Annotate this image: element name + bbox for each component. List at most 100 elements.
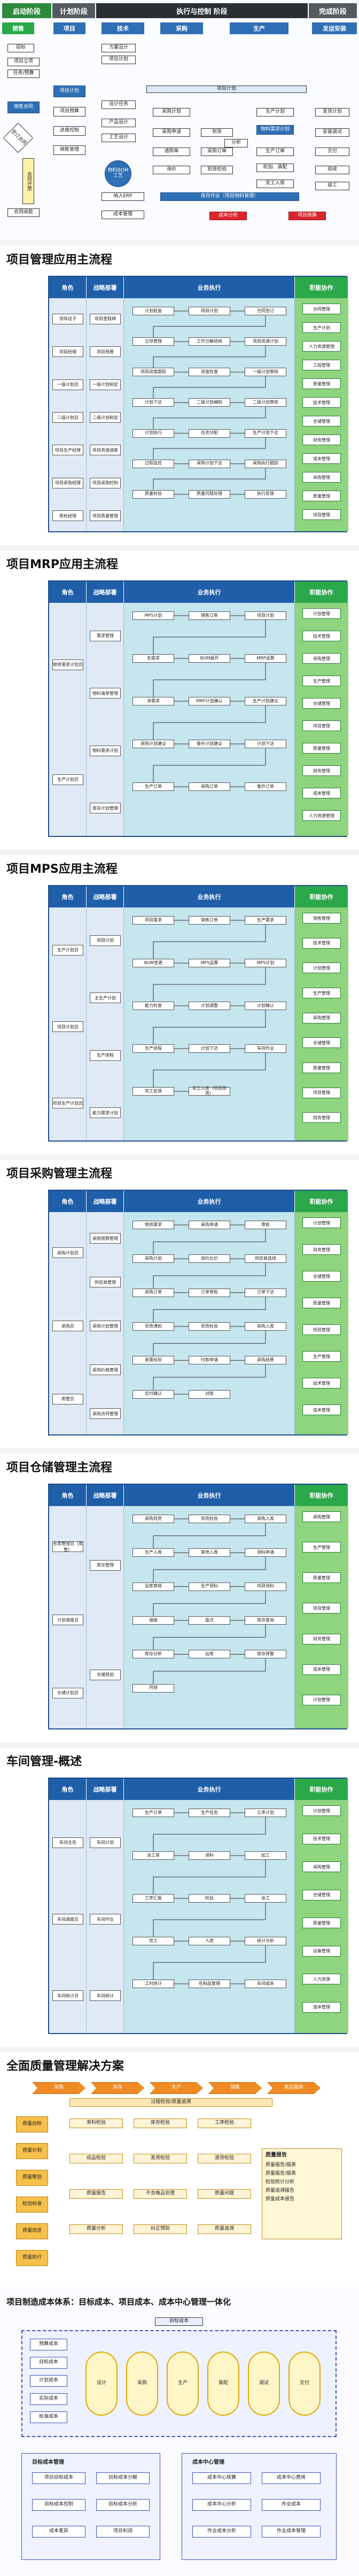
lane-header-3: 职能协作	[295, 886, 348, 907]
quality-legend-item: 质量报告/报表	[266, 2162, 296, 2168]
flow-node: 计划下达	[245, 740, 286, 748]
swimlane-diagram: 角色战略部署业务执行职能协作采购计划员采购员库管员采购预算管理供应商管理采购计划…	[48, 1190, 348, 1436]
flow-node: 检验	[189, 1894, 230, 1903]
phase-start: 启动阶段	[2, 3, 51, 18]
node-acceptance: 验收	[315, 166, 349, 174]
flow-node: 工序计划	[245, 1809, 286, 1817]
flow-node: 发票校验	[132, 1356, 174, 1365]
swimlane-section-s2: 项目管理应用主流程角色战略部署业务执行职能协作领导班子项目经理一级计划员二级计划…	[0, 246, 359, 545]
quality-legend-item: 质量追溯报告	[266, 2187, 295, 2193]
flow-node: 计划调整	[189, 1002, 230, 1010]
cooperation-box: 仓储管理	[302, 1037, 341, 1049]
role-box: 生产计划员	[52, 774, 83, 785]
strategy-box: 项目计划	[90, 935, 121, 946]
flow-node: 项目计划	[245, 611, 286, 620]
quality-section: 全面质量管理解决方案 采购库存生产销售售后服务 过程检验/质量追溯 质量目标质量…	[0, 2052, 359, 2287]
cost-bl-item: 项目利润	[96, 2526, 150, 2538]
flow-node: 立项管理	[132, 337, 174, 346]
flow-node: MPS计划	[132, 611, 174, 620]
flow-node: 采购计划下达	[189, 459, 230, 468]
swimlane-diagram: 角色战略部署业务执行职能协作生产计划员项目计划员项目生产计划员项目计划主生产计划…	[48, 885, 348, 1142]
flow-node: 统计分析	[245, 1937, 286, 1945]
swimlane-section-s5: 项目采购管理主流程角色战略部署业务执行职能协作采购计划员采购员库管员采购预算管理…	[0, 1160, 359, 1448]
cooperation-box: 设备管理	[302, 1945, 341, 1957]
role-box: 车间调度员	[52, 1914, 83, 1925]
cost-bl-item: 目标成本分析	[96, 2499, 150, 2511]
strategy-box: 二级计划制定	[90, 412, 121, 423]
node-proj-plan2: 项目计划	[102, 56, 136, 64]
subphase-ship: 发运安装	[312, 22, 357, 34]
strategy-box: 生产排程	[90, 1050, 121, 1061]
role-box: 采购员	[52, 1321, 83, 1331]
cooperation-box: 人力资源管理	[302, 810, 341, 821]
role-box: 项目生产计划员	[52, 1098, 83, 1109]
cooperation-box: 财务管理	[302, 434, 341, 445]
quality-left-item: 检验标准	[16, 2197, 48, 2213]
lane-header-2: 业务执行	[124, 277, 295, 298]
flow-node: 生产订单	[132, 1809, 174, 1817]
cooperation-box: 质量管理	[302, 491, 341, 501]
flow-node: 调拨	[132, 1616, 174, 1625]
role-box: 项目生产经理	[52, 445, 83, 456]
quality-node: 质量追溯	[198, 2224, 251, 2234]
flow-node: 销售订单	[189, 611, 230, 620]
cost-cycle: 生产	[167, 2352, 199, 2416]
strategy-box: 采购计划管理	[90, 1321, 121, 1331]
cost-cycle: 装配	[207, 2352, 239, 2416]
cooperation-box: 项目管理	[302, 1087, 341, 1098]
node-purchase-request: 采购申请	[153, 128, 190, 137]
role-box: 项目采购经理	[52, 477, 83, 488]
cost-cycle: 调试	[248, 2352, 280, 2416]
flow-node: BOM变更	[132, 959, 174, 967]
cooperation-box: 质量管理	[302, 1918, 341, 1928]
flow-node: 到货检验	[189, 1322, 230, 1331]
node-project-plan-band: 项目计划	[146, 86, 307, 93]
flow-node: 盘点	[189, 1616, 230, 1625]
node-product-design: 产品设计	[102, 119, 136, 127]
cooperation-box: 合同管理	[302, 304, 341, 314]
lane-header-2: 业务执行	[124, 886, 295, 907]
flow-node: 出库	[189, 1650, 230, 1659]
cooperation-box: 质量管理	[302, 743, 341, 754]
strategy-box: 项目采购控制	[90, 477, 121, 488]
flow-node: 项目计划	[189, 307, 230, 315]
cooperation-box: 项目管理	[302, 720, 341, 731]
node-task-budget: 任务/预算	[7, 69, 40, 78]
flow-node: 对账	[189, 1390, 230, 1399]
quality-node: 质量报告	[69, 2189, 123, 2199]
quality-left-item: 质量改进	[16, 2223, 48, 2239]
flow-node: 采购计划建议	[132, 740, 174, 748]
flow-node: 计划执行	[132, 429, 174, 438]
flow-node: 合同签订	[245, 307, 286, 315]
lane-header-1: 战略部署	[87, 1485, 124, 1506]
node-production-plan: 生产计划	[256, 108, 294, 117]
strategy-box: 需求管理	[90, 630, 121, 641]
cost-br-item: 成本中心分析	[192, 2499, 251, 2511]
quality-left-item: 质量计划	[16, 2143, 48, 2159]
flow-node: 采购结算	[245, 1356, 286, 1365]
flow-node: 进度检查	[189, 368, 230, 377]
flow-node: 一级计划审核	[245, 368, 286, 377]
cooperation-box: 技术管理	[302, 937, 341, 949]
node-inquiry: 询价	[153, 166, 190, 174]
flow-node: 工时统计	[132, 1980, 174, 1988]
role-box: 车间统计员	[52, 1990, 83, 2001]
cooperation-box: 项目管理	[302, 1603, 341, 1614]
flow-node: 二级计划编制	[189, 398, 230, 407]
node-analysis: 分析	[224, 139, 248, 148]
node-sign-contract: 签订合同	[3, 122, 34, 153]
node-install: 安装调试	[315, 128, 349, 137]
role-box: 项目计划员	[52, 1021, 83, 1032]
cost-section: 项目制造成本体系：目标成本、项目成本、成本中心管理一体化 目标成本 预算成本目标…	[0, 2287, 359, 2576]
cooperation-box: 技术管理	[302, 1378, 341, 1388]
role-box: 采购计划员	[52, 1247, 83, 1259]
node-cost-analysis: 成本分析	[209, 212, 247, 220]
node-contract-pay: 合同收款	[7, 208, 40, 217]
flow-node: 采购订单	[132, 1288, 174, 1297]
flow-node: 供应商选择	[245, 1254, 286, 1263]
lane-column-2	[124, 907, 295, 1140]
node-arrival: 到货	[201, 128, 233, 137]
subphase-tech: 技术	[102, 22, 144, 34]
flow-node: 采购订单	[189, 782, 230, 791]
cooperation-box: 人力资源	[302, 1974, 341, 1984]
